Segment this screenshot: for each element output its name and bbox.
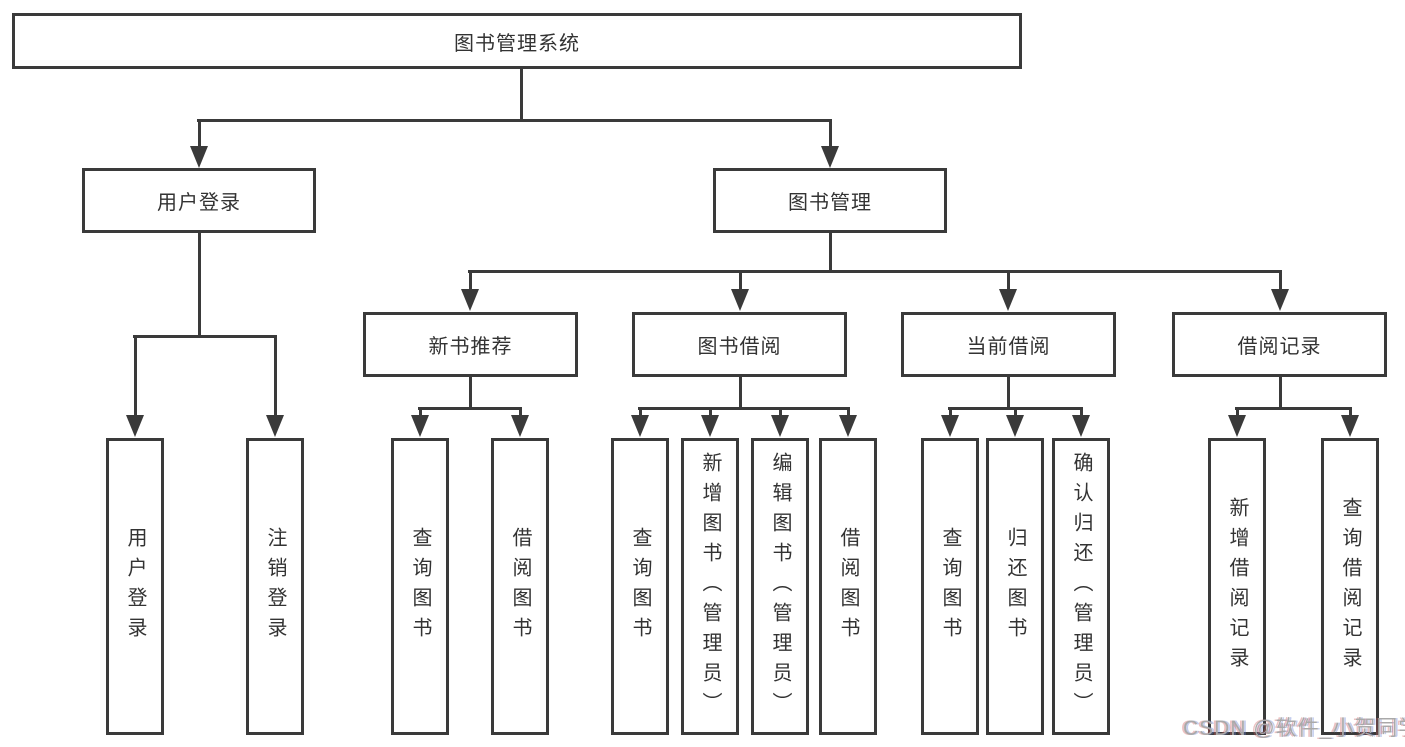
arrow-down-icon — [771, 415, 789, 437]
arrow-down-icon — [731, 289, 749, 311]
node-borrowing-records: 借阅记录 — [1172, 312, 1387, 377]
connector-to-leaf — [709, 407, 712, 417]
node-root: 图书管理系统 — [12, 13, 1022, 69]
node-user-login: 用户登录 — [82, 168, 316, 233]
connector-root-stem — [520, 69, 523, 119]
connector-to-leaf — [1014, 407, 1017, 417]
connector-to-leaf-user-login — [134, 335, 137, 417]
node-book-management-label: 图书管理 — [788, 192, 872, 214]
connector-to-leaf — [419, 407, 422, 417]
connector-to-leaf — [949, 407, 952, 417]
leaf-borrow-book-borrowing-label: 借阅图书 — [837, 526, 859, 647]
connector-to-leaf — [1349, 407, 1352, 417]
connector-new-book-recommend-stem — [469, 377, 472, 407]
leaf-query-book-borrowing: 查询图书 — [611, 438, 669, 735]
leaf-confirm-return-admin-label: 确认归还（管理员） — [1070, 451, 1092, 722]
arrow-down-icon — [461, 289, 479, 311]
node-root-label: 图书管理系统 — [454, 32, 580, 55]
leaf-confirm-return-admin: 确认归还（管理员） — [1052, 438, 1110, 735]
node-new-book-recommend-label: 新书推荐 — [428, 336, 513, 358]
connector-to-leaf — [639, 407, 642, 417]
leaf-add-book-admin-label: 新增图书（管理员） — [699, 451, 721, 722]
leaf-borrow-book-recommend-label: 借阅图书 — [509, 526, 531, 647]
connector-to-leaf — [1236, 407, 1239, 417]
leaf-query-borrow-record: 查询借阅记录 — [1321, 438, 1379, 735]
connector-book-management-stem — [829, 233, 832, 270]
node-user-login-label: 用户登录 — [157, 192, 241, 214]
connector-to-borrowing-records — [1279, 270, 1282, 290]
leaf-add-borrow-record: 新增借阅记录 — [1208, 438, 1266, 735]
arrow-down-icon — [941, 415, 959, 437]
node-book-borrowing: 图书借阅 — [632, 312, 847, 377]
connector-to-leaf — [779, 407, 782, 417]
node-borrowing-records-label: 借阅记录 — [1237, 336, 1322, 358]
node-book-management: 图书管理 — [713, 168, 947, 233]
node-current-borrowing-label: 当前借阅 — [966, 336, 1051, 358]
leaf-logout-label: 注销登录 — [264, 526, 286, 647]
node-current-borrowing: 当前借阅 — [901, 312, 1116, 377]
connector-current-borrowing-stem — [1007, 377, 1010, 407]
connector-to-book-management — [829, 119, 832, 147]
arrow-down-icon — [1271, 289, 1289, 311]
leaf-logout: 注销登录 — [246, 438, 304, 735]
leaf-return-book-label: 归还图书 — [1004, 526, 1026, 647]
leaf-query-book-current-label: 查询图书 — [939, 526, 961, 647]
leaf-edit-book-admin-label: 编辑图书（管理员） — [769, 451, 791, 722]
leaf-add-borrow-record-label: 新增借阅记录 — [1226, 496, 1248, 677]
connector-borrowing-records-branch — [1235, 407, 1352, 410]
arrow-down-icon — [1341, 415, 1359, 437]
connector-borrowing-records-stem — [1279, 377, 1282, 407]
leaf-user-login-label: 用户登录 — [124, 526, 146, 647]
node-book-borrowing-label: 图书借阅 — [697, 336, 782, 358]
connector-to-leaf — [847, 407, 850, 417]
connector-book-borrowing-branch — [638, 407, 850, 410]
leaf-user-login: 用户登录 — [106, 438, 164, 735]
arrow-down-icon — [631, 415, 649, 437]
csdn-watermark: CSDN @软件_小贺同学 — [1183, 717, 1405, 740]
arrow-down-icon — [411, 415, 429, 437]
connector-book-management-branch — [468, 270, 1282, 273]
arrow-down-icon — [1228, 415, 1246, 437]
connector-to-book-borrowing — [739, 270, 742, 290]
connector-to-leaf-logout — [274, 335, 277, 417]
arrow-down-icon — [190, 146, 208, 168]
arrow-down-icon — [999, 289, 1017, 311]
arrow-down-icon — [266, 415, 284, 437]
node-new-book-recommend: 新书推荐 — [363, 312, 578, 377]
leaf-query-book-borrowing-label: 查询图书 — [629, 526, 651, 647]
connector-book-borrowing-stem — [739, 377, 742, 407]
arrow-down-icon — [821, 146, 839, 168]
leaf-borrow-book-recommend: 借阅图书 — [491, 438, 549, 735]
leaf-query-book-recommend: 查询图书 — [391, 438, 449, 735]
leaf-edit-book-admin: 编辑图书（管理员） — [751, 438, 809, 735]
connector-user-login-branch — [133, 335, 277, 338]
connector-to-leaf — [519, 407, 522, 417]
arrow-down-icon — [511, 415, 529, 437]
connector-to-user-login — [198, 119, 201, 147]
leaf-query-book-recommend-label: 查询图书 — [409, 526, 431, 647]
arrow-down-icon — [1006, 415, 1024, 437]
connector-root-branch — [197, 119, 832, 122]
connector-to-current-borrowing — [1007, 270, 1010, 290]
connector-user-login-stem — [198, 233, 201, 335]
leaf-return-book: 归还图书 — [986, 438, 1044, 735]
leaf-borrow-book-borrowing: 借阅图书 — [819, 438, 877, 735]
arrow-down-icon — [1072, 415, 1090, 437]
connector-to-new-book-recommend — [469, 270, 472, 290]
leaf-query-borrow-record-label: 查询借阅记录 — [1339, 496, 1361, 677]
arrow-down-icon — [126, 415, 144, 437]
leaf-add-book-admin: 新增图书（管理员） — [681, 438, 739, 735]
connector-to-leaf — [1080, 407, 1083, 417]
connector-new-book-recommend-branch — [418, 407, 522, 410]
arrow-down-icon — [701, 415, 719, 437]
leaf-query-book-current: 查询图书 — [921, 438, 979, 735]
arrow-down-icon — [839, 415, 857, 437]
